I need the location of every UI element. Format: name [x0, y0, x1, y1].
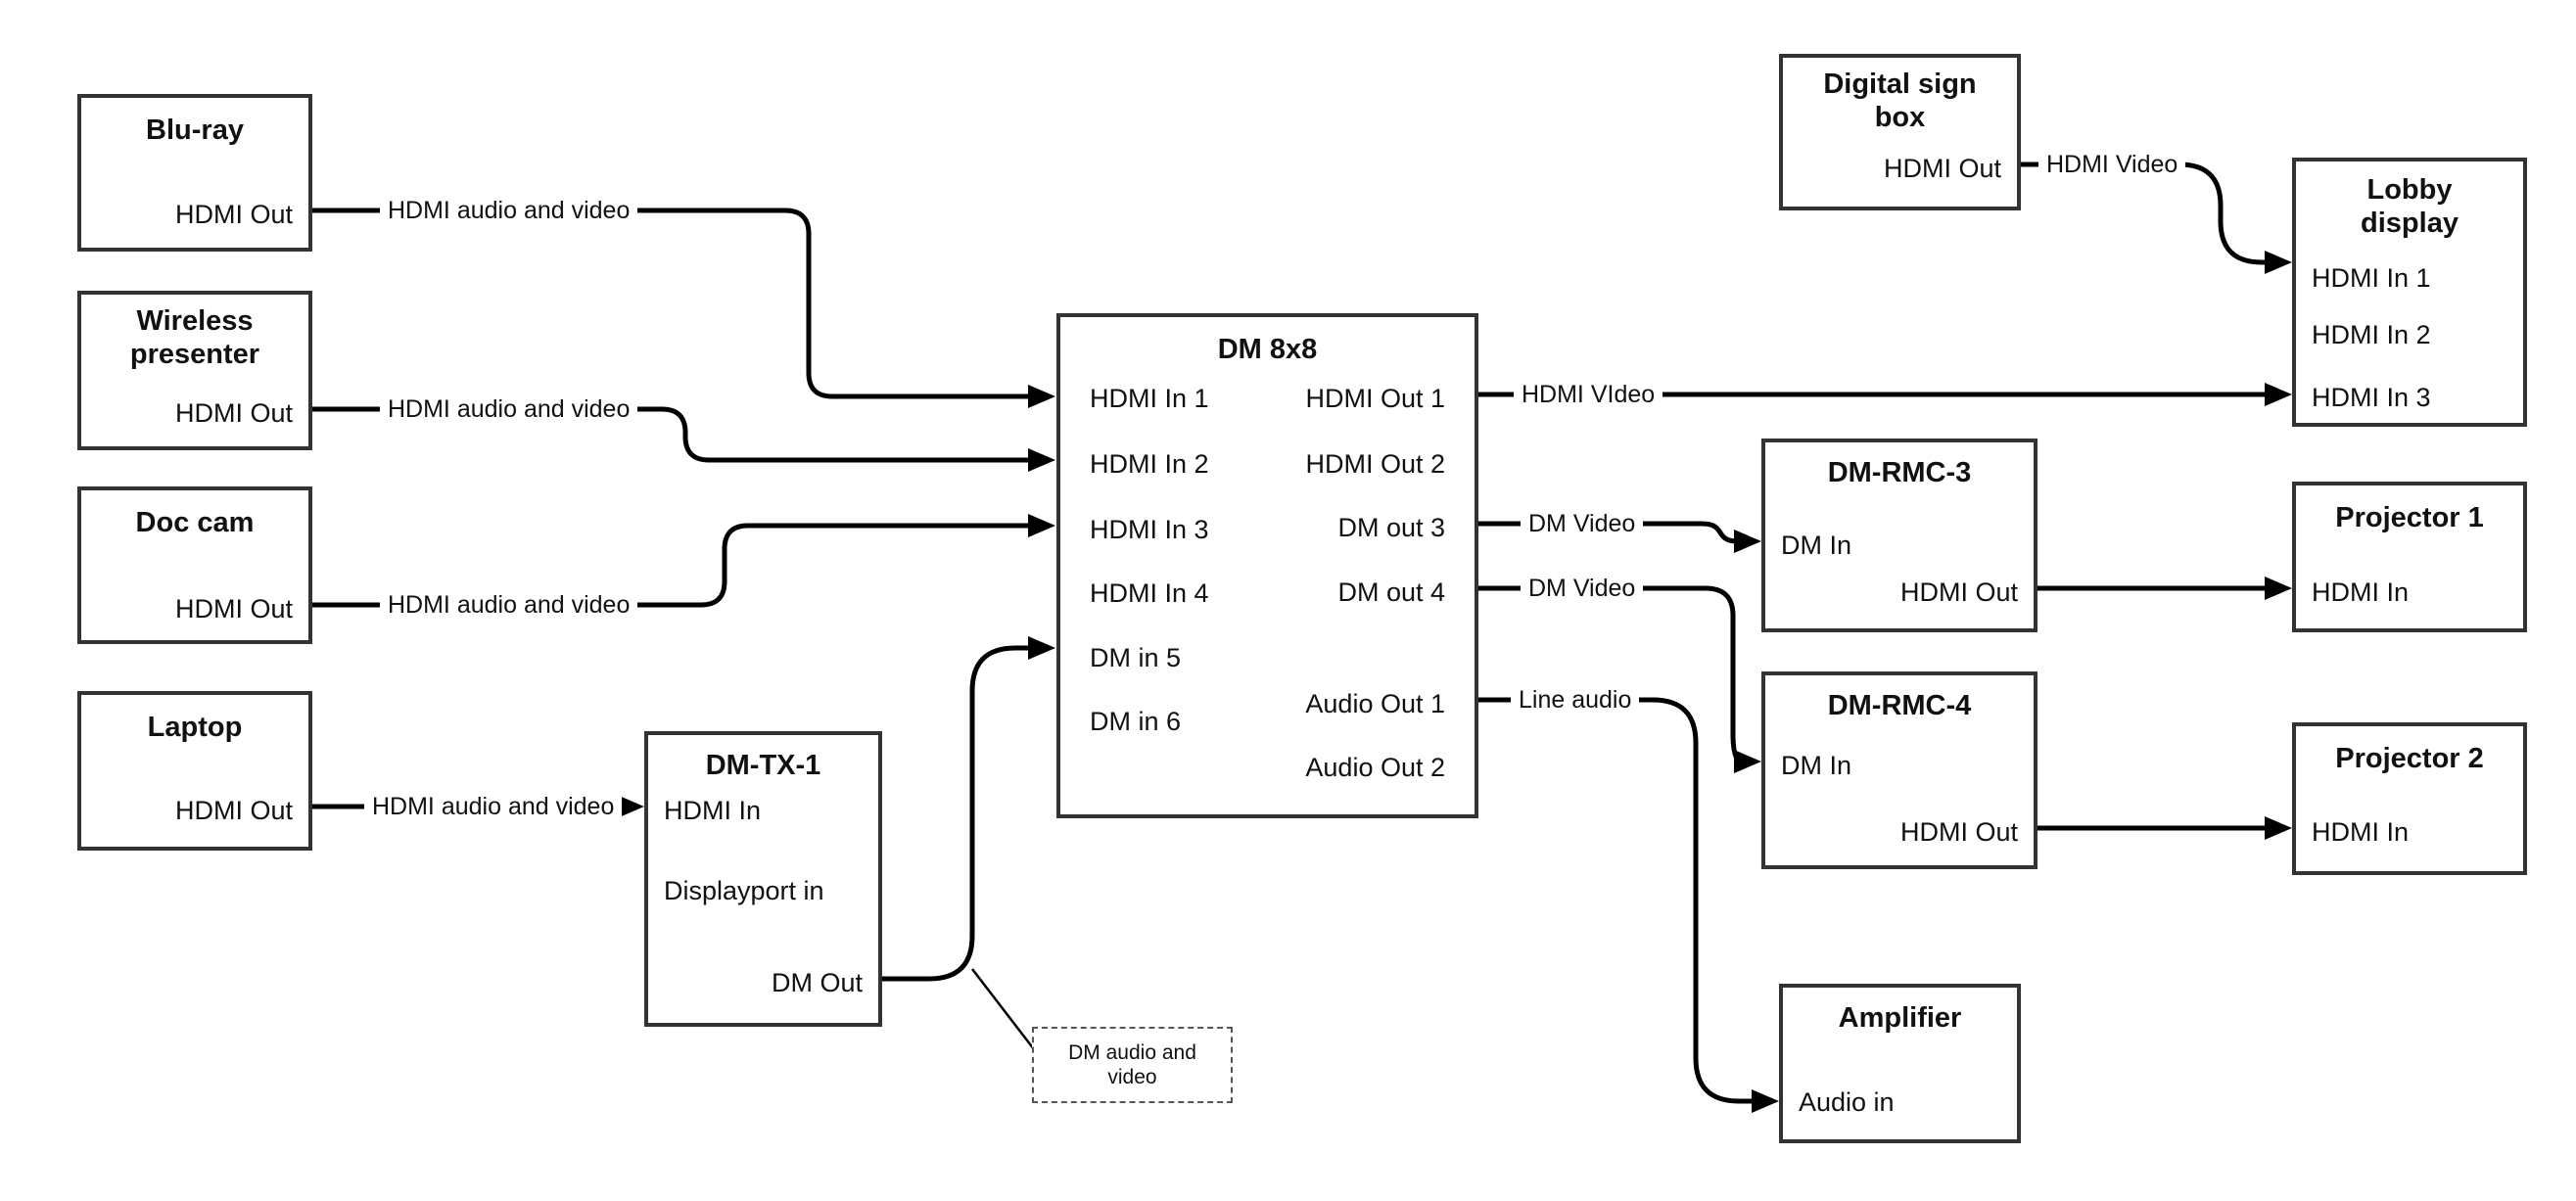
- edge-label-dm-video-out3: DM Video: [1521, 509, 1644, 538]
- arrowhead-lobby-in3: [2265, 383, 2292, 406]
- port-dm8x8-audio-out-2: Audio Out 2: [1305, 753, 1445, 782]
- node-digital-sign-title: Digital sign box: [1823, 69, 1977, 133]
- node-laptop-title: Laptop: [147, 712, 243, 743]
- port-dm8x8-hdmi-in-2: HDMI In 2: [1090, 449, 1209, 479]
- port-dm8x8-hdmi-in-1: HDMI In 1: [1090, 384, 1209, 413]
- edge-dm8x8-out3-to-dmrmc3: [1478, 521, 1739, 544]
- port-laptop-hdmi-out: HDMI Out: [174, 796, 293, 825]
- arrowhead-dmrmc3-in: [1734, 530, 1761, 553]
- arrowhead-amplifier-in: [1752, 1089, 1779, 1113]
- node-doccam-title: Doc cam: [135, 507, 255, 538]
- port-projector1-hdmi-in: HDMI In: [2312, 577, 2410, 607]
- node-projector2-title: Projector 2: [2335, 743, 2484, 774]
- node-dmtx1-title: DM-TX-1: [705, 750, 821, 781]
- arrowhead-dmtx1-in: [617, 795, 644, 818]
- node-dmrmc3-title: DM-RMC-3: [1827, 457, 1972, 488]
- port-dm8x8-dm-out-4: DM out 4: [1337, 577, 1445, 607]
- port-dm8x8-audio-out-1: Audio Out 1: [1305, 689, 1445, 718]
- edge-label-bluray: HDMI audio and video: [380, 196, 638, 225]
- edge-label-dm-video-out4: DM Video: [1521, 574, 1644, 603]
- node-projector1: Projector 1 HDMI In: [2292, 482, 2527, 632]
- arrowhead-dmrmc4-in: [1734, 750, 1761, 773]
- arrowhead-dm8x8-in5: [1028, 636, 1055, 660]
- arrowhead-dm8x8-in2: [1028, 448, 1055, 472]
- port-dmrmc3-hdmi-out: HDMI Out: [1899, 577, 2018, 607]
- node-dmrmc4: DM-RMC-4 DM In HDMI Out: [1761, 671, 2037, 869]
- arrowhead-proj1-in: [2265, 577, 2292, 600]
- port-dmrmc4-hdmi-out: HDMI Out: [1899, 817, 2018, 847]
- port-lobby-hdmi-in-3: HDMI In 3: [2312, 383, 2431, 412]
- edge-digitalsign-to-lobby-in1: [2021, 162, 2269, 265]
- edge-label-laptop: HDMI audio and video: [364, 792, 623, 821]
- note-leader-line: [971, 968, 1035, 1050]
- node-wireless-presenter: Wireless presenter HDMI Out: [77, 291, 312, 450]
- node-digital-sign-box: Digital sign box HDMI Out: [1779, 54, 2021, 210]
- node-dmtx1: DM-TX-1 HDMI In Displayport in DM Out: [644, 731, 882, 1027]
- edge-label-wireless: HDMI audio and video: [380, 394, 638, 424]
- port-dmtx1-displayport-in: Displayport in: [664, 876, 824, 905]
- arrowhead-dm8x8-in3: [1028, 514, 1055, 537]
- node-lobby-display: Lobby display HDMI In 1 HDMI In 2 HDMI I…: [2292, 158, 2527, 427]
- node-dmrmc4-title: DM-RMC-4: [1827, 690, 1972, 721]
- note-dm-audio-video: DM audio and video: [1032, 1027, 1233, 1103]
- edge-label-line-audio: Line audio: [1511, 685, 1640, 715]
- edge-label-doccam: HDMI audio and video: [380, 590, 638, 620]
- port-dm8x8-dm-in-5: DM in 5: [1090, 643, 1182, 672]
- edge-dmtx1-to-dm8x8-in5: [882, 645, 1032, 982]
- node-amplifier-title: Amplifier: [1838, 1002, 1962, 1034]
- arrowhead-proj2-in: [2265, 816, 2292, 840]
- node-amplifier: Amplifier Audio in: [1779, 984, 2021, 1143]
- note-dm-audio-video-text: DM audio and video: [1068, 1041, 1196, 1088]
- edge-doccam-to-dm8x8-in3: [312, 523, 1032, 608]
- node-projector1-title: Projector 1: [2335, 502, 2484, 533]
- node-dm8x8: DM 8x8 HDMI In 1 HDMI In 2 HDMI In 3 HDM…: [1056, 313, 1478, 818]
- arrowhead-lobby-in1: [2265, 251, 2292, 274]
- port-lobby-hdmi-in-2: HDMI In 2: [2312, 320, 2431, 349]
- port-dm8x8-hdmi-in-4: HDMI In 4: [1090, 578, 1209, 608]
- port-amplifier-audio-in: Audio in: [1799, 1087, 1895, 1117]
- node-projector2: Projector 2 HDMI In: [2292, 722, 2527, 875]
- port-dmtx1-dm-out: DM Out: [771, 968, 863, 997]
- node-dmrmc3: DM-RMC-3 DM In HDMI Out: [1761, 439, 2037, 632]
- port-dm8x8-dm-in-6: DM in 6: [1090, 707, 1182, 736]
- edge-dm8x8-out4-to-dmrmc4: [1478, 585, 1743, 764]
- port-projector2-hdmi-in: HDMI In: [2312, 817, 2410, 847]
- edge-wireless-to-dm8x8-in2: [312, 406, 1032, 463]
- port-dm8x8-hdmi-out-1: HDMI Out 1: [1305, 384, 1445, 413]
- node-lobby-title: Lobby display: [2361, 174, 2459, 239]
- edge-bluray-to-dm8x8-in1: [312, 208, 1032, 399]
- edge-label-hdmi-video-out1: HDMI VIdeo: [1514, 380, 1663, 409]
- port-bluray-hdmi-out: HDMI Out: [174, 200, 293, 229]
- port-dm8x8-dm-out-3: DM out 3: [1337, 513, 1445, 542]
- node-doccam: Doc cam HDMI Out: [77, 486, 312, 644]
- edge-dm8x8-aout1-to-amplifier: [1478, 697, 1756, 1104]
- port-dm8x8-hdmi-out-2: HDMI Out 2: [1305, 449, 1445, 479]
- port-dmtx1-hdmi-in: HDMI In: [664, 796, 762, 825]
- port-doccam-hdmi-out: HDMI Out: [174, 594, 293, 624]
- port-dmrmc4-dm-in: DM In: [1781, 751, 1852, 780]
- port-digital-sign-hdmi-out: HDMI Out: [1883, 154, 2001, 183]
- port-lobby-hdmi-in-1: HDMI In 1: [2312, 263, 2431, 293]
- node-bluray-title: Blu-ray: [146, 115, 244, 146]
- arrowhead-dm8x8-in1: [1028, 385, 1055, 408]
- edge-label-hdmi-video-digsign: HDMI Video: [2038, 150, 2186, 179]
- node-laptop: Laptop HDMI Out: [77, 691, 312, 851]
- node-bluray: Blu-ray HDMI Out: [77, 94, 312, 252]
- node-wireless-title: Wireless presenter: [129, 305, 260, 370]
- node-dm8x8-title: DM 8x8: [1217, 334, 1318, 365]
- port-dm8x8-hdmi-in-3: HDMI In 3: [1090, 515, 1209, 544]
- port-dmrmc3-dm-in: DM In: [1781, 531, 1852, 560]
- port-wireless-hdmi-out: HDMI Out: [174, 398, 293, 428]
